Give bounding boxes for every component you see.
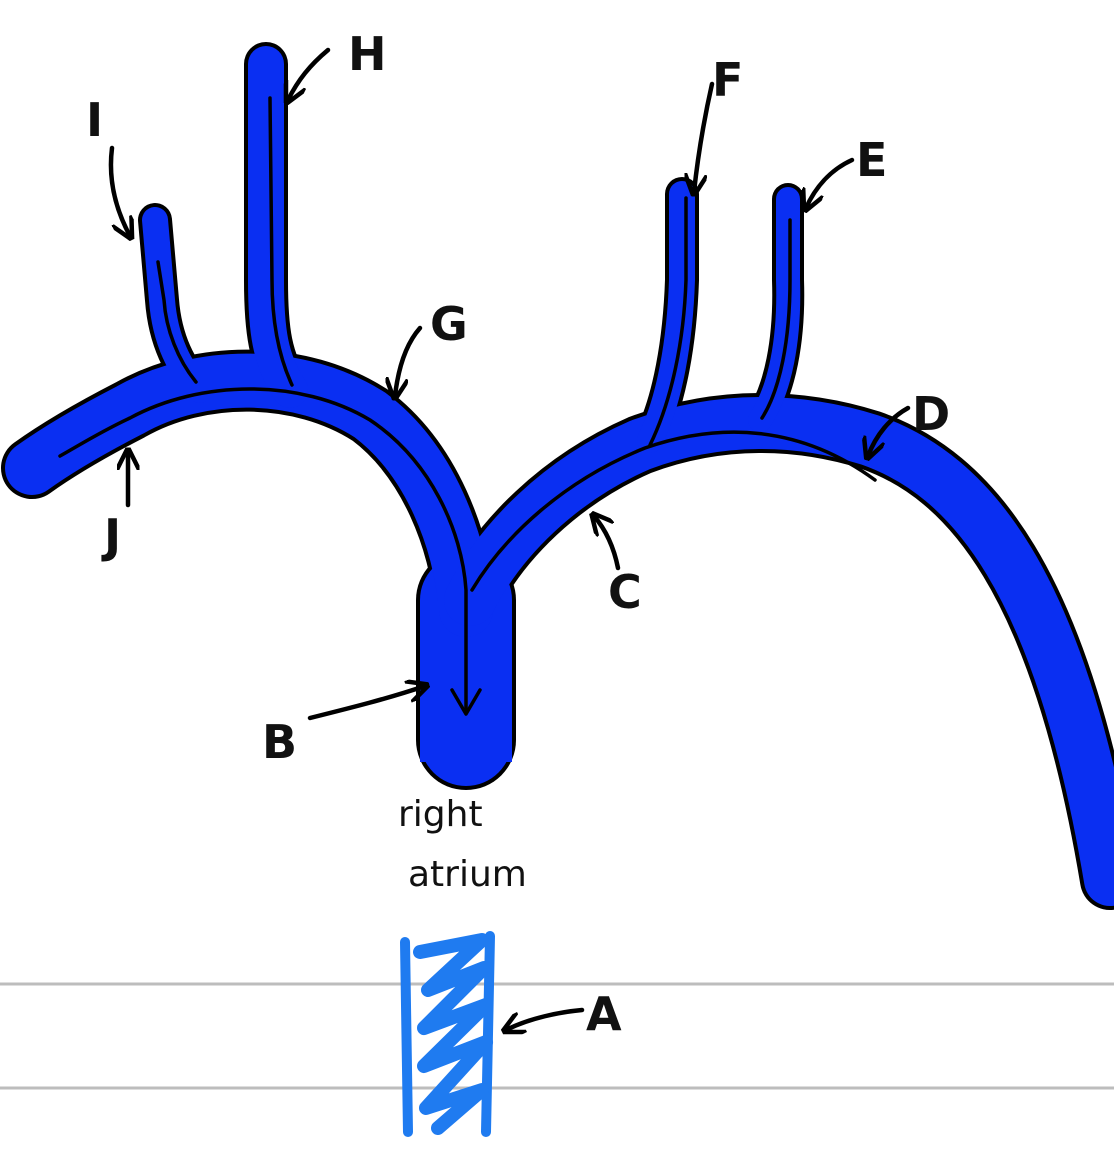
label-g: G	[430, 297, 468, 351]
vein-f	[637, 181, 695, 453]
label-f: F	[712, 53, 743, 107]
vessel-fills	[5, 46, 1114, 906]
label-i: I	[86, 93, 103, 147]
caption-line-1: right	[398, 794, 483, 835]
caption-line-2: atrium	[408, 854, 527, 895]
pointer-i	[108, 145, 130, 236]
label-e: E	[856, 133, 887, 187]
label-c: C	[608, 565, 642, 619]
caption-right-atrium: right atrium	[398, 794, 527, 895]
section-a	[400, 931, 495, 1137]
pointer-h	[288, 47, 331, 100]
vein-b-end	[420, 720, 512, 762]
label-b: B	[262, 715, 297, 769]
pointer-arrows	[108, 47, 911, 1030]
pointer-c	[594, 516, 621, 571]
pointer-g	[395, 325, 423, 396]
flow-lines	[58, 96, 877, 716]
pointer-a	[506, 1007, 585, 1030]
pointer-d	[868, 405, 911, 456]
pointer-f	[694, 81, 715, 192]
pointer-b	[307, 686, 425, 721]
label-j: J	[101, 509, 121, 563]
vein-i	[142, 207, 213, 403]
label-h: H	[348, 27, 387, 81]
pointer-e	[806, 157, 855, 208]
label-d: D	[912, 387, 950, 441]
vein-h	[248, 46, 308, 408]
labels: H I G J F E D C B A	[86, 27, 950, 1041]
label-a: A	[586, 987, 622, 1041]
